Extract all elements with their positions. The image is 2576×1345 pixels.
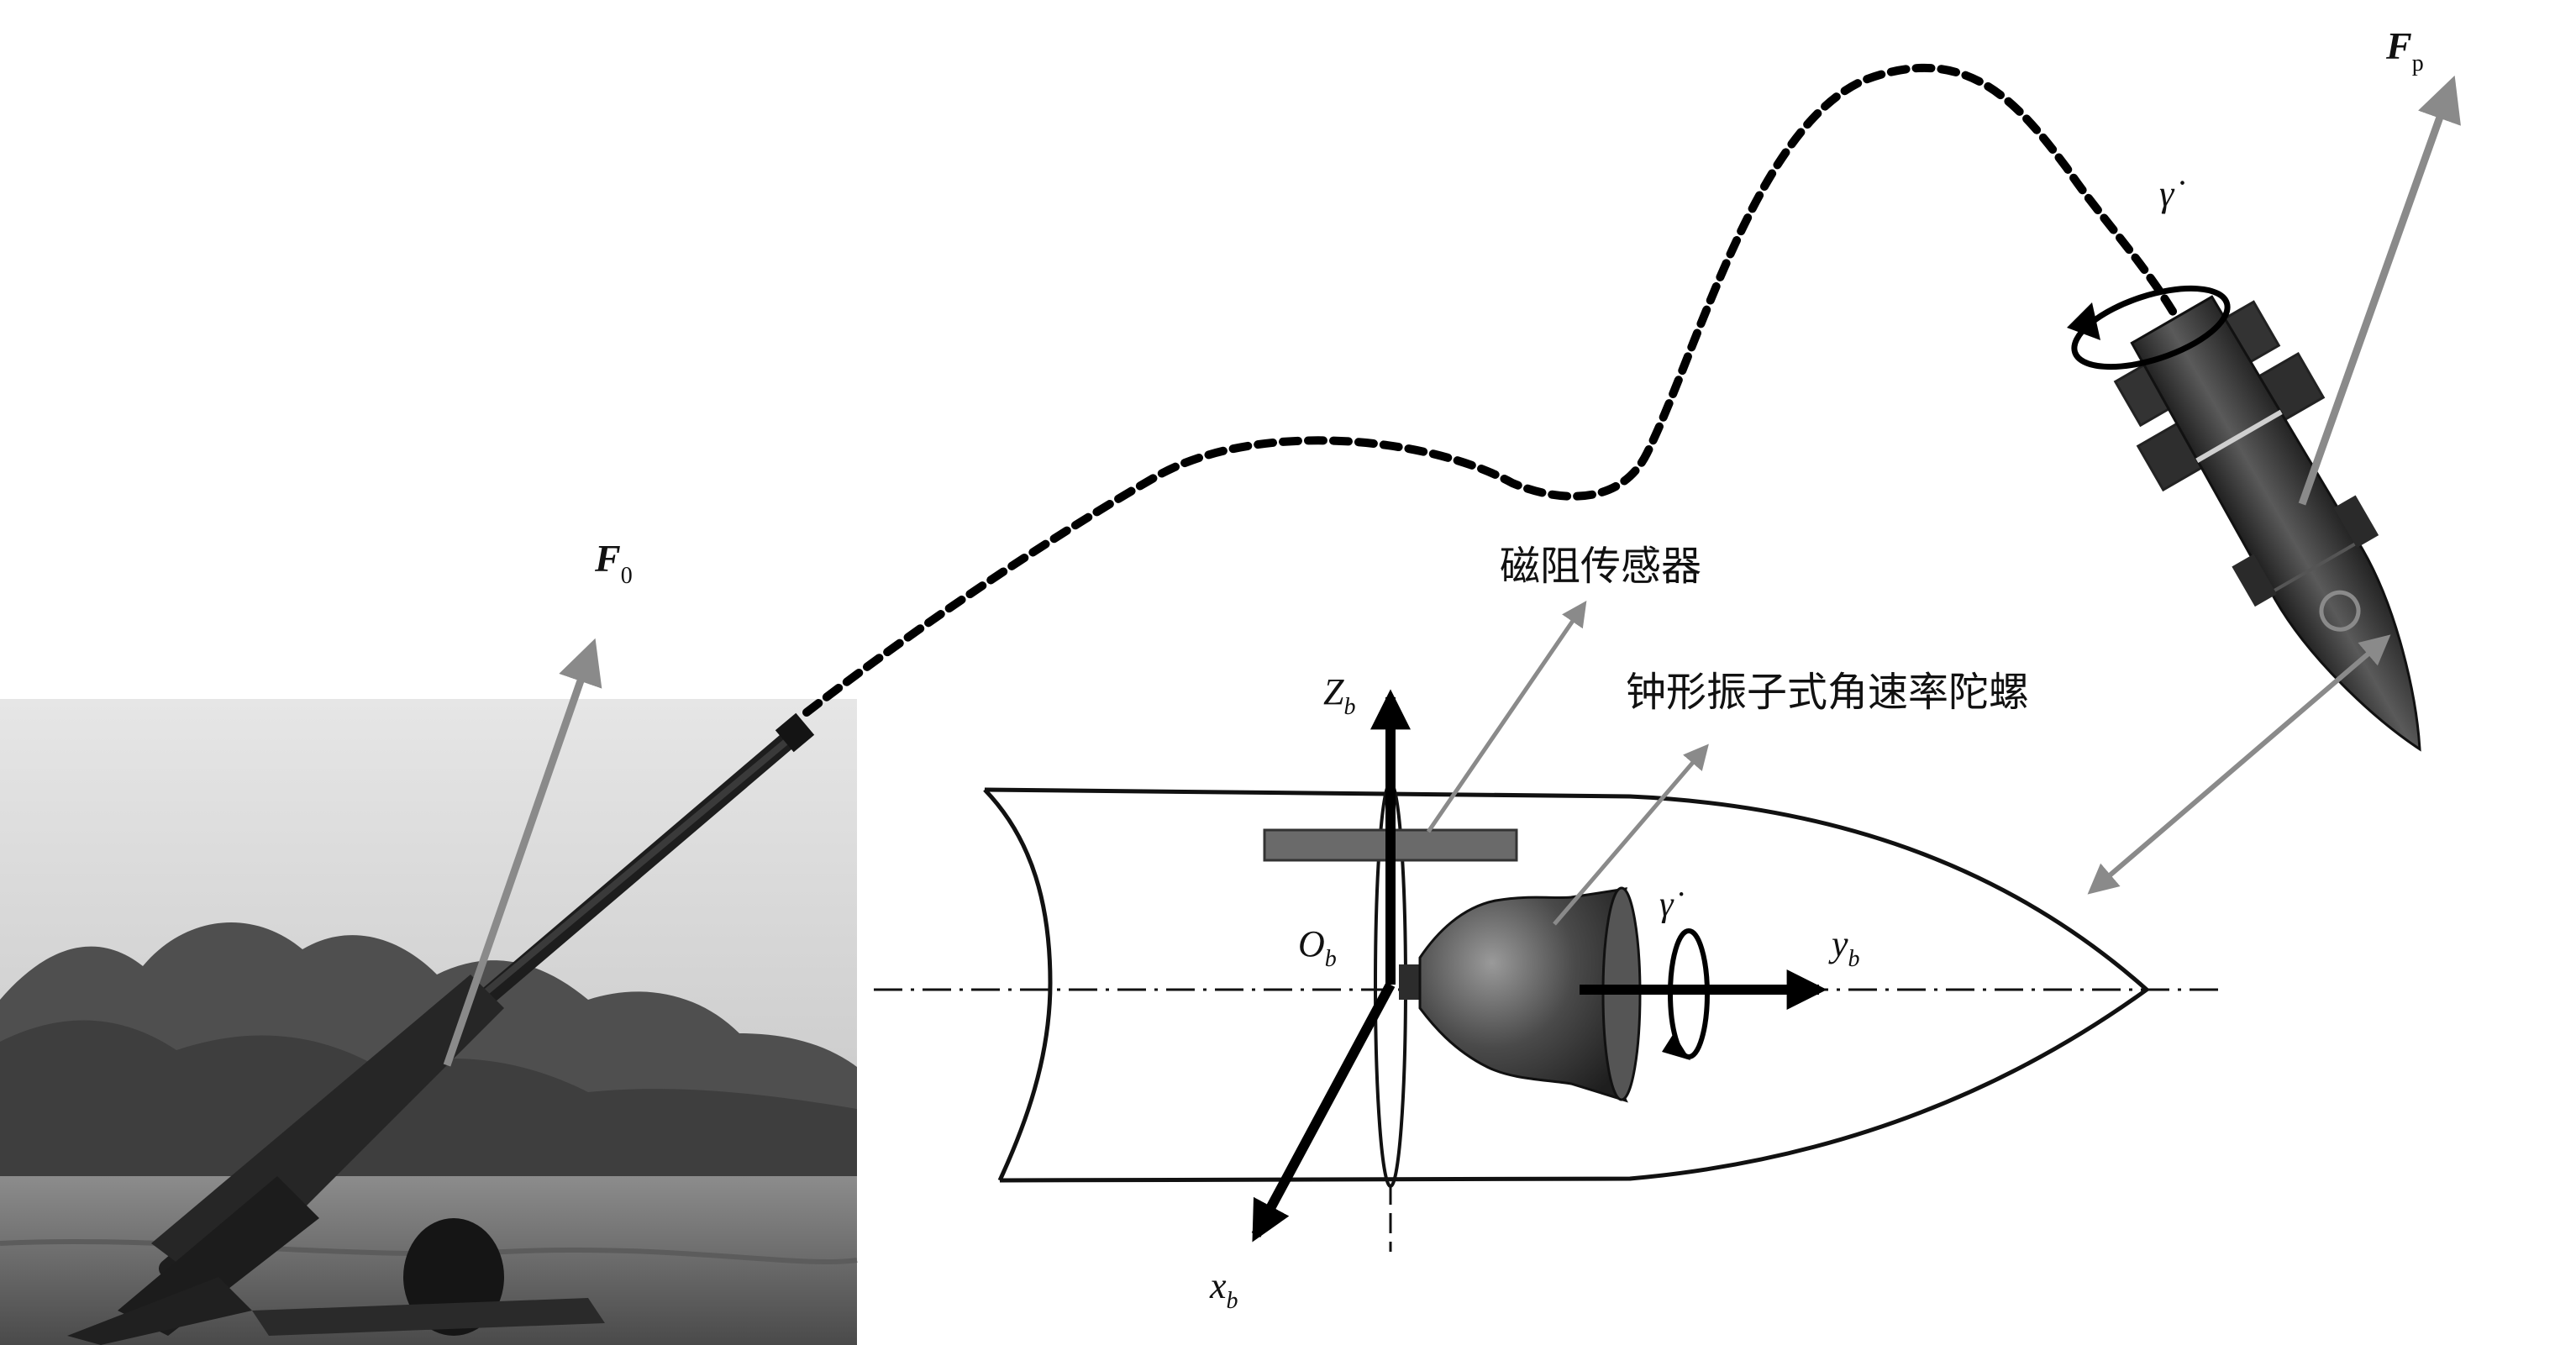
howitzer-photo bbox=[0, 699, 858, 1345]
spin-arrow-top bbox=[2067, 285, 2231, 370]
label-fp: Fp bbox=[2385, 24, 2424, 76]
label-ob: Ob bbox=[1298, 923, 1337, 972]
label-yb: yb bbox=[1828, 923, 1860, 972]
force-arrow-f0 bbox=[443, 638, 602, 1067]
label-f0: F0 bbox=[594, 537, 633, 589]
sensor-callout-line bbox=[1426, 601, 1587, 833]
label-magnetoresistive-sensor: 磁阻传感器 bbox=[1500, 543, 1701, 590]
label-xb: xb bbox=[1209, 1265, 1238, 1314]
zoom-callout-arrow bbox=[2087, 634, 2391, 895]
label-gamma-dot-body: γ̇ bbox=[1659, 885, 1684, 924]
label-bell-gyro: 钟形振子式角速率陀螺 bbox=[1626, 669, 2029, 716]
gyro-callout-line bbox=[1553, 743, 1709, 926]
label-zb: Zb bbox=[1323, 671, 1355, 720]
axis-xb-arrow bbox=[1251, 982, 1396, 1243]
spin-arrow-body bbox=[1662, 928, 1710, 1060]
label-gamma-dot-top: γ̇ bbox=[2159, 173, 2184, 214]
force-arrow-fp bbox=[2298, 75, 2461, 506]
trajectory-path bbox=[802, 63, 2189, 717]
